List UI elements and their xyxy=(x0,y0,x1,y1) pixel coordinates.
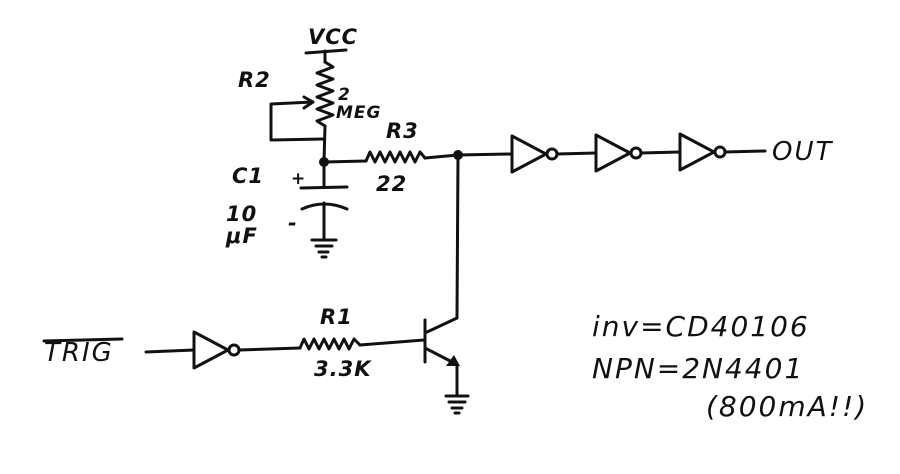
c1-minus: - xyxy=(288,211,298,235)
wire-inv2-inv3 xyxy=(639,150,682,155)
emitter-ground-icon xyxy=(444,394,470,415)
r2-wiper-arrow-icon xyxy=(302,95,315,110)
wire-to-inv1 xyxy=(456,152,514,157)
output-inverter-1 xyxy=(510,134,559,174)
c1-plus: + xyxy=(291,169,306,189)
wire-r3-junction xyxy=(423,153,460,160)
c1-name: C1 xyxy=(232,164,264,188)
c1-ground-icon xyxy=(310,238,338,259)
r1-value: 3.3K xyxy=(314,357,372,381)
note-inverter-part: inv=CD40106 xyxy=(592,310,810,343)
npn-emitter-arrow-icon xyxy=(446,355,460,366)
r2-value-line1: 2 xyxy=(338,85,351,105)
r1-name: R1 xyxy=(320,305,353,329)
output-inverter-2 xyxy=(594,133,643,173)
output-inverter-3 xyxy=(678,132,727,172)
c1-plate-positive xyxy=(299,185,349,190)
npn-transistor xyxy=(423,316,459,366)
out-label: OUT xyxy=(772,137,833,167)
r3-name: R3 xyxy=(386,119,419,143)
r2-value-line2: MEG xyxy=(336,103,381,123)
r2-potentiometer xyxy=(315,60,335,128)
wire-r1-base xyxy=(358,338,426,347)
note-npn-part: NPN=2N4401 xyxy=(592,352,804,385)
wire-inv1-inv2 xyxy=(555,151,598,156)
r2-wiper-loop xyxy=(269,100,326,142)
c1-value-line2: μF xyxy=(225,224,258,248)
wire-inv3-out xyxy=(723,149,767,154)
wire-r2-node xyxy=(322,124,327,164)
r1-resistor xyxy=(298,337,362,351)
wire-inv-r1 xyxy=(237,346,302,352)
wire-junction-collector xyxy=(455,153,460,320)
trigger-inverter xyxy=(192,330,241,370)
r3-resistor xyxy=(364,150,427,164)
wire-node-r3 xyxy=(322,159,368,164)
r3-value: 22 xyxy=(376,172,407,196)
r2-name: R2 xyxy=(238,68,271,92)
trig-overbar xyxy=(42,337,124,343)
c1-value-line1: 10 xyxy=(226,202,257,226)
note-current-rating: (800mA!!) xyxy=(706,390,868,423)
wire-trig-inv xyxy=(144,348,196,354)
trig-label: TRIG xyxy=(44,338,114,368)
vcc-label: VCC xyxy=(308,25,358,49)
